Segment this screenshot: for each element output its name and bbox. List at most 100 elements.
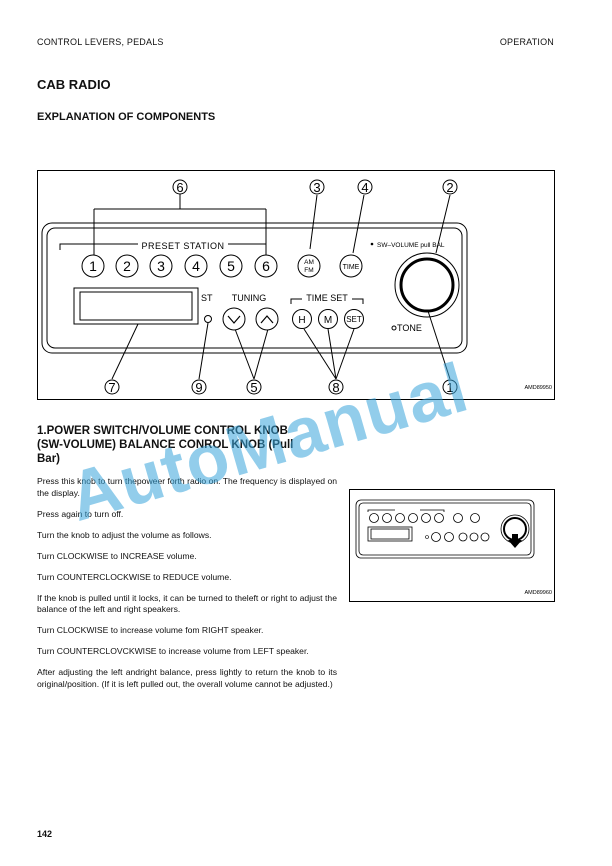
volume-knob — [399, 257, 455, 313]
svg-text:AM: AM — [304, 259, 314, 266]
radio-knob-figure: AMD89960 — [349, 489, 555, 602]
tuning-label: TUNING — [232, 293, 267, 303]
svg-text:1: 1 — [89, 258, 97, 274]
svg-text:4: 4 — [192, 258, 200, 274]
callout-5-leader-a — [234, 328, 255, 380]
mini-tuning-up — [444, 532, 454, 542]
frequency-display-outer — [73, 287, 199, 325]
callout-7-leader — [111, 323, 139, 380]
preset-button-2[interactable]: 2 — [115, 254, 139, 278]
tone-indicator — [391, 325, 397, 331]
svg-text:6: 6 — [176, 180, 183, 195]
paragraph: Turn CLOCKWISE to INCREASE volume. — [37, 550, 197, 561]
callout-6-leader — [93, 193, 267, 259]
callout-3-leader — [309, 194, 318, 250]
callout-8-leader-b — [327, 328, 337, 380]
paragraph: After adjusting the left andright balanc… — [37, 667, 337, 689]
svg-text:2: 2 — [446, 180, 453, 195]
svg-text:M: M — [324, 315, 332, 326]
mini-preset-4 — [408, 513, 418, 523]
callout-2: 2 — [442, 179, 458, 195]
preset-station-label: PRESET STATION — [141, 241, 224, 251]
paragraph: Turn CLOCKWISE to increase volume fom RI… — [37, 625, 264, 635]
mini-preset-2 — [382, 513, 392, 523]
callout-5: 5 — [246, 379, 262, 395]
section-body: Press this knob to turn thepoweer forth … — [37, 476, 337, 700]
page-title: CAB RADIO — [37, 77, 111, 92]
mini-display-inner — [370, 528, 410, 540]
svg-text:FM: FM — [304, 267, 313, 274]
radio-panel-inner — [46, 227, 463, 349]
callout-8: 8 — [328, 379, 344, 395]
radio-panel-outer — [41, 222, 468, 354]
callout-1-leader — [427, 310, 451, 380]
paragraph: Turn COUNTERCLOVCKWISE to increase volum… — [37, 646, 309, 656]
paragraph: Press this knob to turn thepoweer forth … — [37, 476, 337, 498]
mini-hour — [458, 532, 468, 542]
svg-text:TIME: TIME — [343, 264, 360, 271]
mini-tuning-down — [431, 532, 441, 542]
mini-preset-5 — [421, 513, 431, 523]
stereo-indicator — [204, 315, 212, 323]
hour-button[interactable]: H — [292, 309, 312, 329]
volume-knob-outer — [394, 252, 460, 318]
paragraph: If the knob is pulled until it locks, it… — [37, 592, 337, 615]
svg-text:9: 9 — [195, 380, 202, 395]
svg-text:3: 3 — [157, 258, 165, 274]
set-button[interactable]: SET — [344, 309, 364, 329]
figure2-code: AMD89960 — [524, 590, 552, 596]
preset-button-5[interactable]: 5 — [219, 254, 243, 278]
paragraph: Turn COUNTERCLOCKWISE to REDUCE volume. — [37, 571, 232, 582]
mini-preset-6 — [434, 513, 444, 523]
svg-text:2: 2 — [123, 258, 131, 274]
section-heading: 1.POWER SWITCH/VOLUME CONTROL KNOB (SW-V… — [37, 425, 294, 465]
stereo-label: ST — [201, 293, 213, 303]
callout-4: 4 — [357, 179, 373, 195]
mini-preset-3 — [395, 513, 405, 523]
time-set-label: TIME SET — [306, 293, 348, 303]
tone-label: TONE — [397, 323, 422, 333]
callout-6: 6 — [172, 179, 188, 195]
mini-stereo-indicator — [425, 535, 429, 539]
preset-button-3[interactable]: 3 — [149, 254, 173, 278]
svg-text:5: 5 — [250, 380, 257, 395]
figure-code: AMD89950 — [524, 385, 552, 391]
svg-text:4: 4 — [361, 180, 368, 195]
callout-9-leader — [198, 322, 209, 380]
sw-volume-dot — [370, 242, 374, 246]
sw-volume-label: SW–VOLUME pull BAL — [377, 242, 445, 249]
callout-9: 9 — [191, 379, 207, 395]
paragraph: Turn the knob to adjust the volume as fo… — [37, 529, 212, 540]
callout-8-leader-a — [303, 328, 337, 380]
mini-display — [367, 526, 413, 542]
chevron-down-icon — [227, 315, 241, 324]
tuning-down-button[interactable] — [222, 307, 246, 331]
svg-text:H: H — [298, 315, 305, 326]
running-header-left: CONTROL LEVERS, PEDALS — [37, 37, 164, 47]
mini-panel-inner — [358, 502, 532, 556]
callout-4-leader — [352, 194, 365, 254]
svg-text:6: 6 — [262, 258, 270, 274]
preset-button-4[interactable]: 4 — [184, 254, 208, 278]
minute-button[interactable]: M — [318, 309, 338, 329]
preset-button-1[interactable]: 1 — [81, 254, 105, 278]
svg-text:3: 3 — [313, 180, 320, 195]
time-button[interactable]: TIME — [339, 254, 363, 278]
svg-text:1: 1 — [446, 380, 453, 395]
svg-text:5: 5 — [227, 258, 235, 274]
am-fm-button[interactable]: AM FM — [297, 254, 321, 278]
preset-button-6[interactable]: 6 — [254, 254, 278, 278]
callout-7: 7 — [104, 379, 120, 395]
callout-5-leader-b — [253, 328, 269, 380]
paragraph: Press again to turn off. — [37, 508, 124, 519]
callout-1: 1 — [442, 379, 458, 395]
page-subtitle: EXPLANATION OF COMPONENTS — [37, 111, 216, 123]
frequency-display-inner — [79, 291, 193, 321]
callout-3: 3 — [309, 179, 325, 195]
tuning-up-button[interactable] — [255, 307, 279, 331]
mini-preset-bracket — [367, 509, 445, 512]
svg-text:7: 7 — [108, 380, 115, 395]
chevron-up-icon — [260, 315, 274, 324]
mini-preset-1 — [369, 513, 379, 523]
mini-am-fm — [453, 513, 463, 523]
